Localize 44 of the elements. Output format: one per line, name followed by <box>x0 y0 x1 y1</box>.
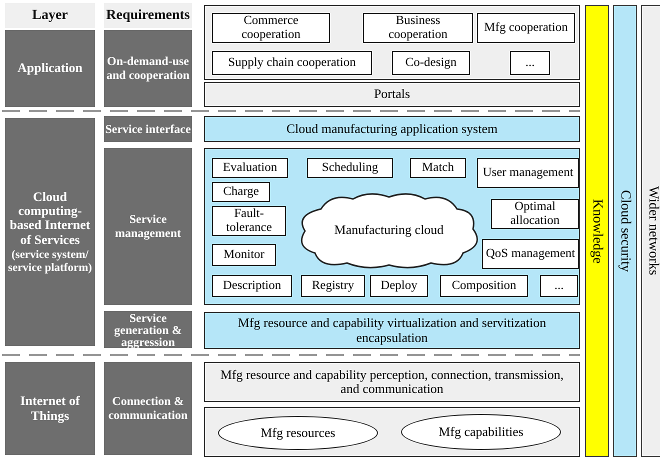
function-box: Co-design <box>392 51 470 75</box>
layer-block <box>5 118 95 346</box>
function-box: Commerce cooperation <box>212 13 330 43</box>
function-box: User management <box>477 158 579 188</box>
function-box: Registry <box>301 275 365 297</box>
perception-bar: Mfg resource and capability perception, connection, transmission, and communication <box>204 362 580 402</box>
resource-ellipse: Mfg capabilities <box>401 414 561 450</box>
vertical-bar: Cloud security <box>613 5 637 457</box>
header-cell: Requirements <box>104 3 192 28</box>
layer-block: Internet of Things <box>5 362 95 455</box>
requirement-block: Service generation & aggression <box>104 311 192 348</box>
requirement-block: Service management <box>104 148 192 305</box>
requirement-block: Service interface <box>104 116 192 142</box>
function-box: Deploy <box>370 275 428 297</box>
function-box: QoS management <box>482 239 579 269</box>
function-box: Business cooperation <box>363 13 473 43</box>
function-box: Evaluation <box>212 158 288 178</box>
cloud-label: Manufacturing cloud <box>334 222 444 238</box>
function-box: Fault-tolerance <box>212 206 286 236</box>
requirement-block: Connection & communication <box>104 362 192 455</box>
panel <box>204 148 580 305</box>
function-box: Composition <box>440 275 528 297</box>
resource-ellipse: Mfg resources <box>218 416 378 450</box>
layer-title: Cloud computing-based Internet of Services <box>8 190 92 247</box>
function-box: ... <box>510 51 550 75</box>
encapsulation-bar: Mfg resource and capability virtualization and servitization encapsulation <box>204 312 580 349</box>
function-box: Supply chain cooperation <box>212 51 372 75</box>
function-box: Monitor <box>212 244 276 266</box>
system-bar: Cloud manufacturing application system <box>204 116 580 142</box>
layer-subtitle: (service system/ service platform) <box>7 248 93 274</box>
header-cell: Layer <box>5 3 95 28</box>
portal-bar: Portals <box>204 82 580 107</box>
function-box: ... <box>540 275 578 297</box>
vertical-bar: Knowledge <box>585 5 609 457</box>
function-box: Scheduling <box>307 158 393 178</box>
requirement-block: On-demand-use and cooperation <box>104 30 192 107</box>
function-box: Description <box>212 275 292 297</box>
function-box: Mfg cooperation <box>477 13 575 43</box>
layer-block: Application <box>5 30 95 107</box>
function-box: Optimal allocation <box>491 199 579 229</box>
function-box: Charge <box>212 182 270 202</box>
panel <box>204 5 580 80</box>
panel <box>204 407 580 457</box>
function-box: Match <box>410 158 466 178</box>
